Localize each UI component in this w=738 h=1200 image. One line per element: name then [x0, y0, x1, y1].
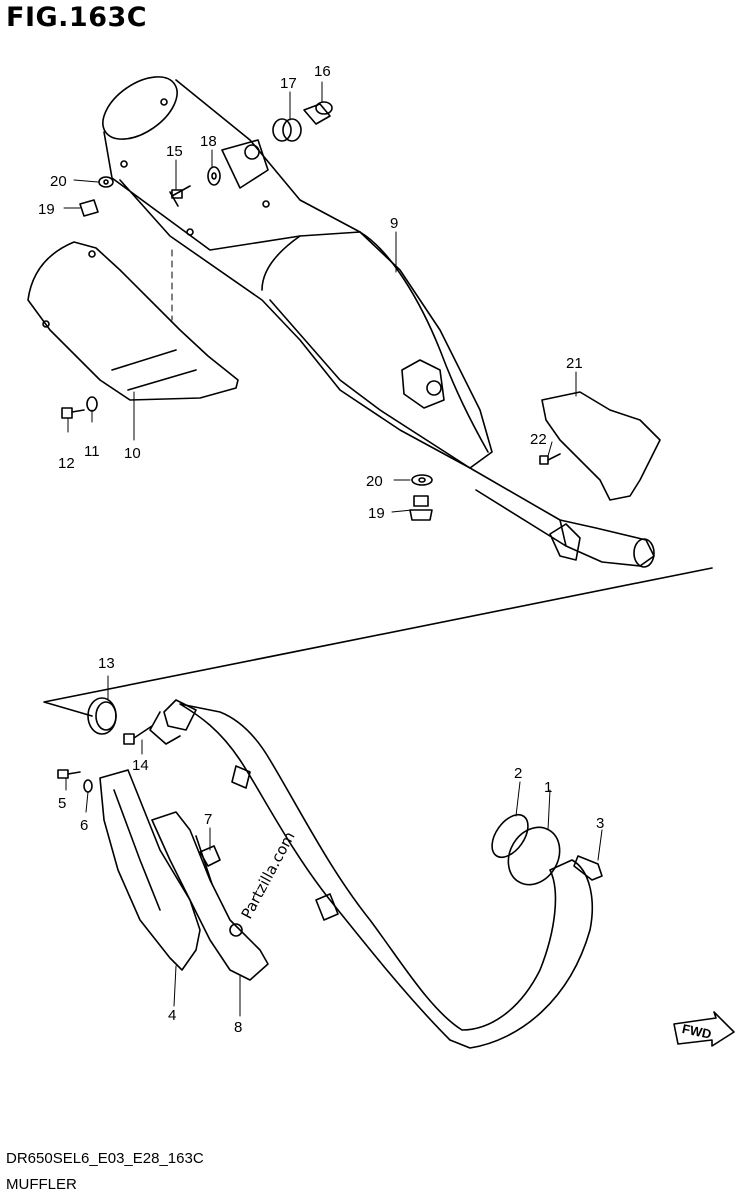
- bushing-17[interactable]: [272, 118, 302, 142]
- leader-lines: [63, 81, 603, 1017]
- callout-2: 2: [514, 765, 522, 782]
- callout-20-lower: 20: [366, 473, 383, 490]
- callout-16: 16: [314, 63, 331, 80]
- callout-10: 10: [124, 445, 141, 462]
- callout-6: 6: [80, 817, 88, 834]
- callout-11: 11: [84, 443, 100, 460]
- watermark: Partzilla.com: [238, 829, 299, 922]
- figure-title: FIG.163C: [6, 2, 148, 33]
- muffler-heat-shield[interactable]: [27, 241, 239, 401]
- callout-7: 7: [204, 811, 212, 828]
- washer-11[interactable]: [86, 396, 98, 412]
- heat-shield-hole: [42, 320, 50, 328]
- callout-18: 18: [200, 133, 217, 150]
- gasket-13[interactable]: [87, 697, 117, 735]
- muffler-body[interactable]: [92, 64, 655, 568]
- callout-3: 3: [596, 815, 604, 832]
- callout-9: 9: [390, 215, 398, 232]
- washer-6[interactable]: [83, 779, 93, 793]
- callout-13: 13: [98, 655, 115, 672]
- heat-shield-hole: [88, 250, 96, 258]
- diagram-code: DR650SEL6_E03_E28_163C: [6, 1150, 204, 1167]
- bolt-3[interactable]: [573, 855, 603, 881]
- callout-12: 12: [58, 455, 75, 472]
- bolt-7[interactable]: [199, 845, 221, 867]
- washer-20-upper[interactable]: [98, 176, 114, 188]
- callout-8: 8: [234, 1019, 242, 1036]
- bolt-22[interactable]: [539, 453, 561, 465]
- callout-15: 15: [166, 143, 183, 160]
- callout-17: 17: [280, 75, 297, 92]
- forward-label: FWD: [681, 1021, 713, 1042]
- callout-14: 14: [132, 757, 149, 774]
- callout-19-upper: 19: [38, 201, 55, 218]
- forward-arrow-icon: FWD: [673, 1011, 735, 1047]
- callout-1: 1: [544, 779, 552, 796]
- bolt-15[interactable]: [169, 185, 191, 207]
- exhaust-pipe[interactable]: [149, 699, 593, 1049]
- heat-shield-slot: [111, 349, 197, 391]
- protector-4[interactable]: [99, 769, 201, 971]
- callout-19-lower: 19: [368, 505, 385, 522]
- collar-16[interactable]: [303, 101, 333, 125]
- washer-18[interactable]: [207, 166, 221, 186]
- section-divider-line: [43, 567, 713, 717]
- callout-20-upper: 20: [50, 173, 67, 190]
- nut-19-lower[interactable]: [409, 495, 433, 521]
- callout-22: 22: [530, 431, 547, 448]
- bolt-5[interactable]: [57, 769, 81, 779]
- bolt-14[interactable]: [123, 725, 153, 745]
- callout-4: 4: [168, 1007, 176, 1024]
- tail-heat-shield[interactable]: [541, 391, 661, 501]
- nut-19-upper[interactable]: [79, 199, 99, 217]
- washer-20-lower[interactable]: [411, 474, 433, 486]
- callout-5: 5: [58, 795, 66, 812]
- clamp-2[interactable]: [485, 808, 535, 863]
- bolt-12[interactable]: [61, 407, 85, 419]
- callout-labels: 1 2 3 4 5 6 7 8 9 10 11 12 13 14 15 16 1…: [38, 63, 604, 1036]
- callout-21: 21: [566, 355, 583, 372]
- section-name: MUFFLER: [6, 1176, 77, 1193]
